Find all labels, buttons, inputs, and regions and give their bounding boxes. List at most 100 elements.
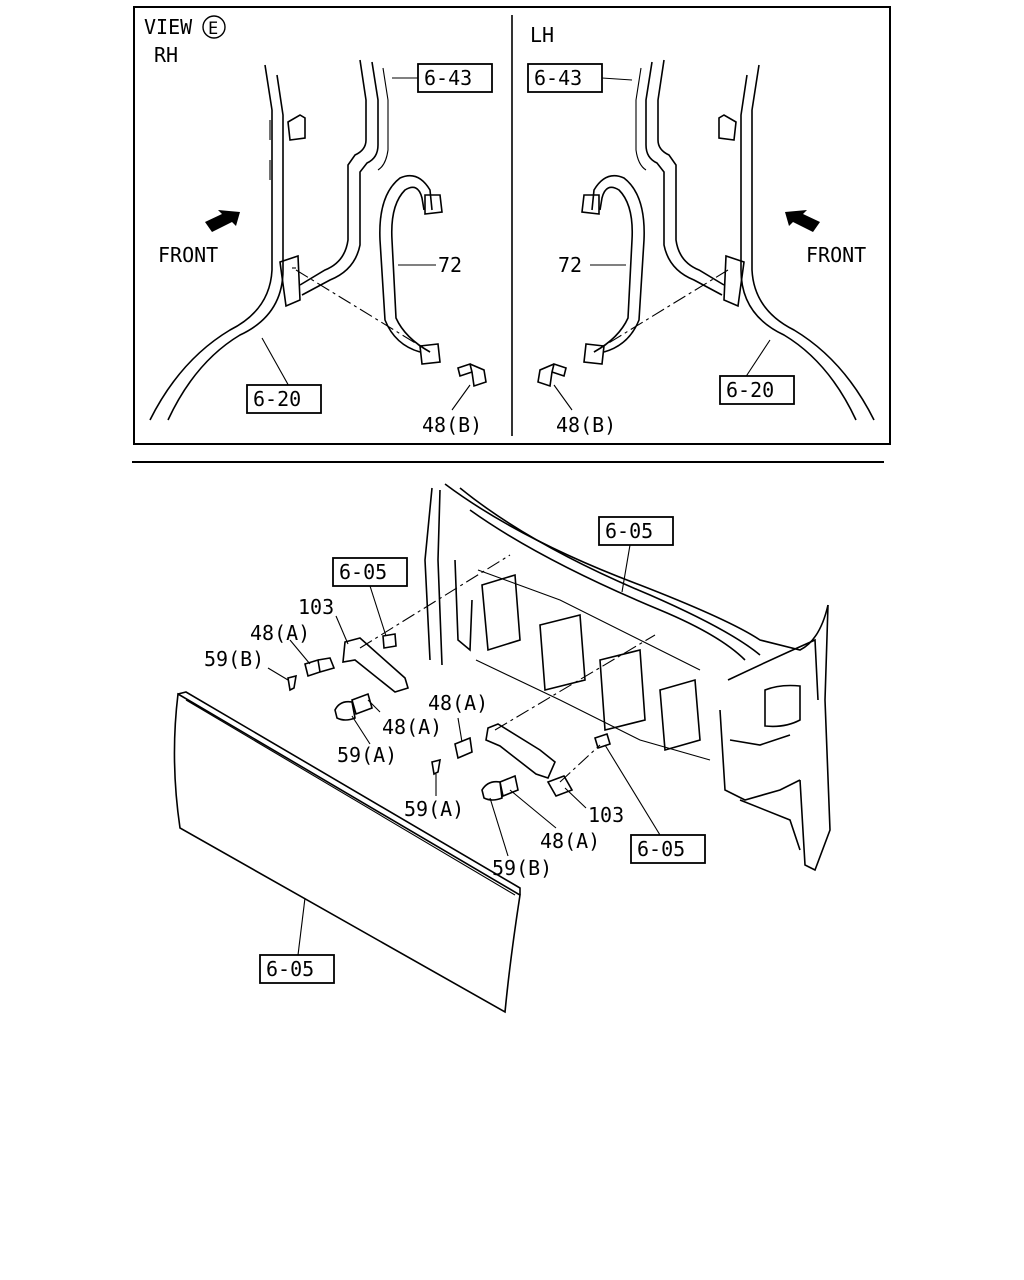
part-59b-left: 59(B) — [204, 647, 264, 671]
lh-front-label: FRONT — [806, 243, 866, 267]
cab-opening-3 — [599, 648, 646, 732]
right-bolt-48a — [454, 736, 473, 760]
front-grille-panel-edge — [185, 699, 516, 896]
leader-103-left — [335, 615, 349, 645]
part-59a-left: 59(A) — [337, 743, 397, 767]
cab-mirror-plate — [764, 684, 801, 728]
view-letter: E — [208, 19, 218, 39]
rh-pillar-inner — [167, 74, 284, 421]
rh-hose-72-inner — [390, 186, 431, 353]
left-bolt-48a — [304, 657, 336, 678]
cab-panel-ribs — [475, 569, 711, 761]
lh-ref-643: 6-43 — [534, 66, 582, 90]
ref-605-panel-box — [259, 954, 335, 984]
right-screw-dash — [559, 744, 601, 783]
cab-frame-top3 — [469, 509, 746, 661]
leader-59b-left — [267, 667, 289, 681]
rh-ref-643-box — [417, 63, 493, 93]
left-cap-59a — [334, 700, 356, 721]
lh-clip-top — [581, 194, 600, 215]
rh-lower-bracket — [279, 254, 301, 308]
cab-opening-2 — [539, 613, 586, 692]
cab-right-side2 — [727, 638, 819, 701]
rh-620-leader — [261, 337, 291, 389]
lh-ref-620-box — [719, 375, 795, 405]
lh-620-leader — [744, 339, 771, 379]
left-bolt-48a-b — [351, 692, 373, 716]
leader-59b-right — [489, 797, 509, 857]
rh-front-label: FRONT — [158, 243, 218, 267]
rh-panel-643-inner2 — [377, 67, 389, 171]
leader-103-right — [564, 787, 587, 809]
part-103-right: 103 — [588, 803, 624, 827]
leader-48a-top — [289, 639, 311, 665]
right-clip-59a — [431, 758, 441, 776]
part-48a-mid: 48(A) — [382, 715, 442, 739]
front-grille-panel-top — [177, 691, 521, 895]
leader-605-bracket — [369, 585, 387, 637]
lh-ref-620: 6-20 — [726, 378, 774, 402]
lh-lower-bracket — [723, 254, 745, 308]
lh-view: LH FRONT 6-43 72 6-20 48(B) — [527, 23, 875, 437]
view-letter-circle — [202, 15, 226, 39]
lh-panel-643-inner2 — [635, 67, 647, 171]
cab-frame-top — [444, 483, 829, 651]
lh-bolt-leader — [553, 384, 573, 411]
lh-front-arrow — [785, 210, 820, 232]
rh-bolt-48b — [457, 362, 487, 388]
cab-opening-4 — [659, 678, 701, 752]
rh-ref-620: 6-20 — [253, 387, 301, 411]
ref-605-panel: 6-05 — [266, 957, 314, 981]
front-panel-assembly: 6-05 6-05 6-05 6-05 103 48(A) 59(B) 48(A… — [173, 483, 831, 1014]
part-103-left: 103 — [298, 595, 334, 619]
left-clip-59b — [287, 674, 297, 692]
cab-lower-right — [719, 709, 801, 801]
leader-48a-right — [509, 789, 557, 829]
rh-ref-643: 6-43 — [424, 66, 472, 90]
rh-side-label: RH — [154, 43, 178, 67]
leader-48a-center — [457, 717, 463, 743]
ref-605-right-box — [630, 834, 706, 864]
rh-pillar-outer — [149, 64, 273, 421]
cab-inner-left — [454, 559, 473, 652]
rh-ref-620-box — [246, 384, 322, 414]
lh-dashed-axis — [593, 269, 729, 353]
cab-left-pillar — [424, 487, 443, 666]
right-plate-103 — [546, 775, 574, 797]
lh-side-label: LH — [530, 23, 554, 47]
rh-clip-top — [424, 194, 443, 215]
rh-part-72: 72 — [438, 253, 462, 277]
part-48a-right: 48(A) — [540, 829, 600, 853]
ref-605-right: 6-05 — [637, 837, 685, 861]
lh-part-48b: 48(B) — [556, 413, 616, 437]
part-59b-right: 59(B) — [492, 856, 552, 880]
cab-opening-1 — [481, 573, 521, 652]
rh-part-48b: 48(B) — [422, 413, 482, 437]
rh-front-arrow — [205, 210, 240, 232]
lh-pillar-outer — [751, 64, 875, 421]
part-48a-center: 48(A) — [428, 691, 488, 715]
front-grille-panel — [173, 692, 521, 1014]
leader-605-panel — [297, 897, 306, 956]
rh-hose-72 — [379, 174, 433, 353]
cab-lower-right2 — [739, 799, 801, 851]
lh-part-72: 72 — [558, 253, 582, 277]
bracket-top-bolt — [382, 633, 397, 649]
cab-frame-top2 — [459, 487, 761, 656]
rh-bolt-leader — [451, 384, 471, 411]
lh-tab — [718, 114, 737, 141]
ref-605-top-box — [598, 516, 674, 546]
leader-48a-mid — [367, 699, 381, 713]
lh-clip-bottom — [583, 343, 605, 365]
lh-hose-72 — [591, 174, 645, 353]
rh-tab — [287, 114, 306, 141]
view-title: VIEW — [144, 15, 193, 39]
rh-view: RH FRONT 6-43 72 — [149, 43, 493, 437]
ref-605-bracket: 6-05 — [339, 560, 387, 584]
lh-643-leader — [601, 77, 633, 81]
right-screw-605 — [594, 732, 611, 750]
ref-605-bracket-box — [332, 557, 408, 587]
rh-clip-bottom — [419, 343, 441, 365]
part-48a-top: 48(A) — [250, 621, 310, 645]
